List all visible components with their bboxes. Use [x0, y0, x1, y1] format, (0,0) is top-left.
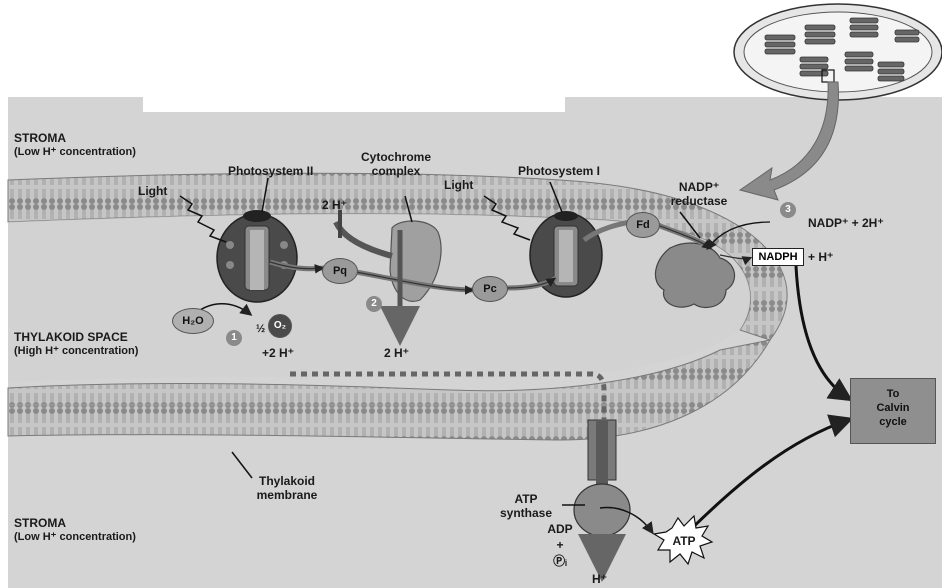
- stroma-bottom-sublabel: (Low H⁺ concentration): [14, 530, 136, 544]
- plastoquinone-pq: Pq: [322, 258, 358, 284]
- plus-h-label: + H⁺: [808, 250, 833, 264]
- photosystem-ii-label: Photosystem II: [228, 164, 313, 178]
- thylakoid-space-sublabel: (High H⁺ concentration): [14, 344, 138, 358]
- ferredoxin-fd: Fd: [626, 212, 660, 238]
- thylakoid-membrane-label-line1: Thylakoid: [252, 474, 322, 488]
- cytochrome-label-line1: Cytochrome: [358, 150, 434, 164]
- two-h-mid-label: 2 H⁺: [384, 346, 409, 360]
- nadp-reductase-label-line1: NADP⁺: [664, 180, 734, 194]
- atp-synthase-label-line1: ATP: [494, 492, 558, 506]
- plus-label: +: [540, 538, 580, 552]
- light-left-label: Light: [138, 184, 167, 198]
- oxygen-molecule: O₂: [268, 314, 292, 338]
- calvin-line3: cycle: [851, 415, 935, 429]
- phosphate-label: Ⓟᵢ: [540, 554, 580, 568]
- nadph-box: NADPH: [752, 248, 804, 266]
- atp-label: ATP: [664, 534, 704, 548]
- light-right-label: Light: [444, 178, 473, 192]
- stroma-top-label: STROMA: [14, 131, 66, 145]
- water-molecule: H₂O: [172, 308, 214, 334]
- two-h-top-label: 2 H⁺: [322, 198, 347, 212]
- step-1-marker: 1: [226, 330, 242, 346]
- calvin-line1: To: [851, 387, 935, 401]
- photosystem-i-label: Photosystem I: [518, 164, 600, 178]
- atp-synthase-label-line2: synthase: [494, 506, 558, 520]
- plus-two-h-label: +2 H⁺: [262, 346, 294, 360]
- stroma-bottom-label: STROMA: [14, 516, 66, 530]
- stroma-top-sublabel: (Low H⁺ concentration): [14, 145, 136, 159]
- nadp-plus-2h-label: NADP⁺ + 2H⁺: [808, 216, 884, 230]
- h-bottom-label: H⁺: [592, 572, 607, 586]
- plastocyanin-pc: Pc: [472, 276, 508, 302]
- step-2-marker: 2: [366, 296, 382, 312]
- adp-label: ADP: [540, 522, 580, 536]
- thylakoid-space-label: THYLAKOID SPACE: [14, 330, 128, 344]
- nadp-reductase-label-line2: reductase: [664, 194, 734, 208]
- calvin-cycle-box: To Calvin cycle: [850, 378, 936, 444]
- calvin-line2: Calvin: [851, 401, 935, 415]
- thylakoid-membrane-label-line2: membrane: [252, 488, 322, 502]
- half-label: ½: [256, 322, 265, 336]
- step-3-marker: 3: [780, 202, 796, 218]
- cytochrome-label-line2: complex: [358, 164, 434, 178]
